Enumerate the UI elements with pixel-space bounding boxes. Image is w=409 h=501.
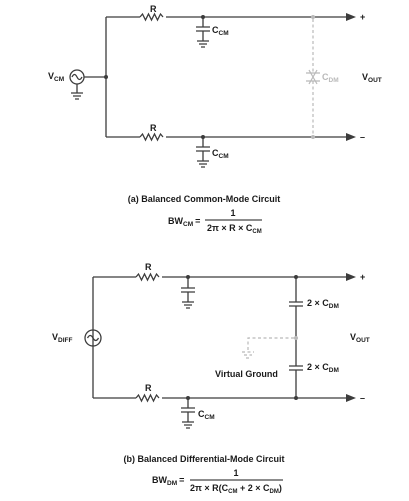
top-capacitor-label: CCM	[212, 25, 229, 37]
virtual-ground-label: Virtual Ground	[215, 369, 278, 379]
lower-2cdm-capacitor	[289, 365, 303, 398]
output-minus-b: –	[360, 393, 365, 403]
bw-cm-denominator: 2π × R × CCM	[207, 223, 262, 235]
bottom-resistor-label: R	[150, 123, 157, 133]
cdm-bottom-node-dot	[311, 135, 315, 139]
output-label: VOUT	[362, 72, 382, 84]
output-plus: +	[360, 12, 365, 22]
top-capacitor	[196, 17, 210, 48]
bottom-output-arrow-b	[346, 394, 356, 402]
sine-icon	[71, 73, 83, 81]
source-node-dot	[104, 75, 108, 79]
bw-cm-numerator: 1	[230, 208, 235, 218]
upper-2cdm-capacitor	[289, 277, 303, 366]
top-resistor-label-b: R	[145, 262, 152, 272]
top-resistor-label: R	[150, 4, 157, 14]
top-output-arrow-b	[346, 273, 356, 281]
output-plus-b: +	[360, 272, 365, 282]
common-mode-circuit: R R VCM CCM CCM CDM + – VOUT (a) Balance…	[48, 4, 382, 235]
lower-gnd-capacitor-label: CCM	[198, 409, 215, 421]
lower-gnd-capacitor	[181, 398, 195, 429]
virtual-ground-icon	[242, 351, 254, 359]
bottom-output-arrow	[346, 133, 356, 141]
source-label-b: VDIFF	[52, 332, 72, 344]
caption-b: (b) Balanced Differential-Mode Circuit	[123, 454, 284, 464]
bottom-resistor-label-b: R	[145, 383, 152, 393]
differential-mode-circuit: R R VDIFF CCM 2 × CDM 2 × CDM Virtual Gr…	[52, 262, 370, 495]
sine-icon-b	[86, 334, 100, 342]
bw-dm-numerator: 1	[233, 468, 238, 478]
bw-cm-lhs: BWCM=	[168, 216, 200, 228]
top-resistor	[139, 12, 164, 22]
bw-dm-lhs: BWDM=	[152, 475, 184, 487]
top-resistor-b	[135, 272, 160, 282]
output-minus: –	[360, 132, 365, 142]
bottom-resistor-b	[135, 393, 160, 403]
upper-2cdm-label: 2 × CDM	[307, 298, 339, 310]
source-ground-icon	[71, 84, 83, 100]
bottom-capacitor	[196, 137, 210, 168]
source-circle-b	[84, 329, 102, 347]
cdm-label: CDM	[322, 72, 339, 84]
bottom-resistor	[139, 132, 164, 142]
cdm-top-node-dot	[311, 15, 315, 19]
cdm-capacitor	[306, 69, 320, 85]
bottom-capacitor-label: CCM	[212, 148, 229, 160]
output-label-b: VOUT	[350, 332, 370, 344]
lower-2cdm-label: 2 × CDM	[307, 362, 339, 374]
virtual-ground-node-dot	[294, 336, 298, 340]
virtual-ground-dashed-wire	[247, 337, 294, 352]
top-output-arrow	[346, 13, 356, 21]
upper-gnd-capacitor	[181, 277, 195, 309]
source-label: VCM	[48, 71, 64, 83]
bw-dm-denominator: 2π × R(CCM + 2 × CDM)	[190, 483, 282, 495]
caption-a: (a) Balanced Common-Mode Circuit	[128, 194, 281, 204]
